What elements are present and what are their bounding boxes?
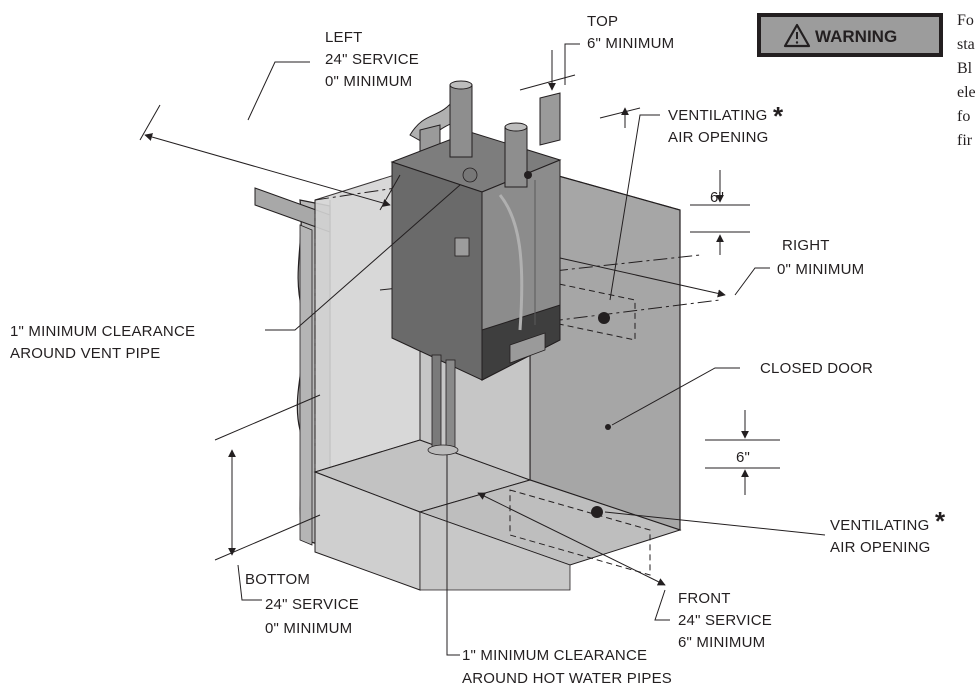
svg-text:TOP: TOP: [587, 13, 618, 30]
label-left: LEFT 24" SERVICE 0" MINIMUM: [325, 29, 419, 90]
svg-text:24" SERVICE: 24" SERVICE: [325, 51, 419, 68]
warning-triangle-icon: [783, 23, 811, 48]
svg-text:sta: sta: [957, 36, 975, 53]
svg-text:24" SERVICE: 24" SERVICE: [265, 596, 359, 613]
svg-text:WARNING: WARNING: [815, 27, 897, 46]
water-heater: [390, 80, 562, 456]
svg-text:CLOSED DOOR: CLOSED DOOR: [760, 360, 873, 377]
label-right: 6" RIGHT 0" MINIMUM: [710, 189, 864, 278]
svg-text:6": 6": [710, 189, 724, 206]
svg-text:0" MINIMUM: 0" MINIMUM: [265, 620, 352, 637]
svg-text:RIGHT: RIGHT: [782, 237, 830, 254]
lower-vent-dot: [591, 506, 603, 518]
svg-text:VENTILATING: VENTILATING: [830, 517, 929, 534]
svg-text:1" MINIMUM CLEARANCE: 1" MINIMUM CLEARANCE: [462, 647, 647, 664]
svg-text:BOTTOM: BOTTOM: [245, 571, 310, 588]
svg-text:AIR OPENING: AIR OPENING: [830, 539, 931, 556]
svg-text:ele: ele: [957, 84, 976, 101]
svg-text:fir: fir: [957, 132, 973, 149]
svg-text:Bl: Bl: [957, 60, 973, 77]
svg-text:AROUND VENT PIPE: AROUND VENT PIPE: [10, 345, 160, 362]
warning-body-text: Fo sta Bl ele fo fir: [957, 12, 976, 149]
label-vent-top: VENTILATING * AIR OPENING: [668, 101, 784, 146]
svg-text:AROUND HOT WATER PIPES: AROUND HOT WATER PIPES: [462, 670, 672, 687]
upper-vent-dot: [598, 312, 610, 324]
svg-text:VENTILATING: VENTILATING: [668, 107, 767, 124]
svg-text:FRONT: FRONT: [678, 590, 731, 607]
svg-text:AIR OPENING: AIR OPENING: [668, 129, 769, 146]
label-lower-6: 6": [736, 449, 750, 466]
svg-text:24" SERVICE: 24" SERVICE: [678, 612, 772, 629]
warning-badge: WARNING: [757, 13, 943, 57]
svg-text:0" MINIMUM: 0" MINIMUM: [777, 261, 864, 278]
svg-text:Fo: Fo: [957, 12, 974, 29]
dimension-lines: [139, 43, 826, 656]
label-hot-pipes: 1" MINIMUM CLEARANCE AROUND HOT WATER PI…: [462, 647, 672, 687]
svg-text:1" MINIMUM CLEARANCE: 1" MINIMUM CLEARANCE: [10, 323, 195, 340]
label-closed-door: CLOSED DOOR: [760, 360, 873, 377]
svg-text:6": 6": [736, 449, 750, 466]
svg-text:*: *: [773, 101, 784, 131]
svg-text:*: *: [935, 506, 946, 536]
svg-text:0" MINIMUM: 0" MINIMUM: [325, 73, 412, 90]
svg-text:6" MINIMUM: 6" MINIMUM: [678, 634, 765, 651]
label-bottom: BOTTOM 24" SERVICE 0" MINIMUM: [245, 571, 359, 637]
label-vent-pipe: 1" MINIMUM CLEARANCE AROUND VENT PIPE: [10, 323, 195, 362]
svg-text:6" MINIMUM: 6" MINIMUM: [587, 35, 674, 52]
svg-text:LEFT: LEFT: [325, 29, 362, 46]
label-top: TOP 6" MINIMUM: [587, 13, 674, 52]
svg-text:fo: fo: [957, 108, 970, 125]
label-front: FRONT 24" SERVICE 6" MINIMUM: [678, 590, 772, 651]
label-vent-bottom: VENTILATING * AIR OPENING: [830, 506, 946, 556]
door-dot: [605, 424, 611, 430]
